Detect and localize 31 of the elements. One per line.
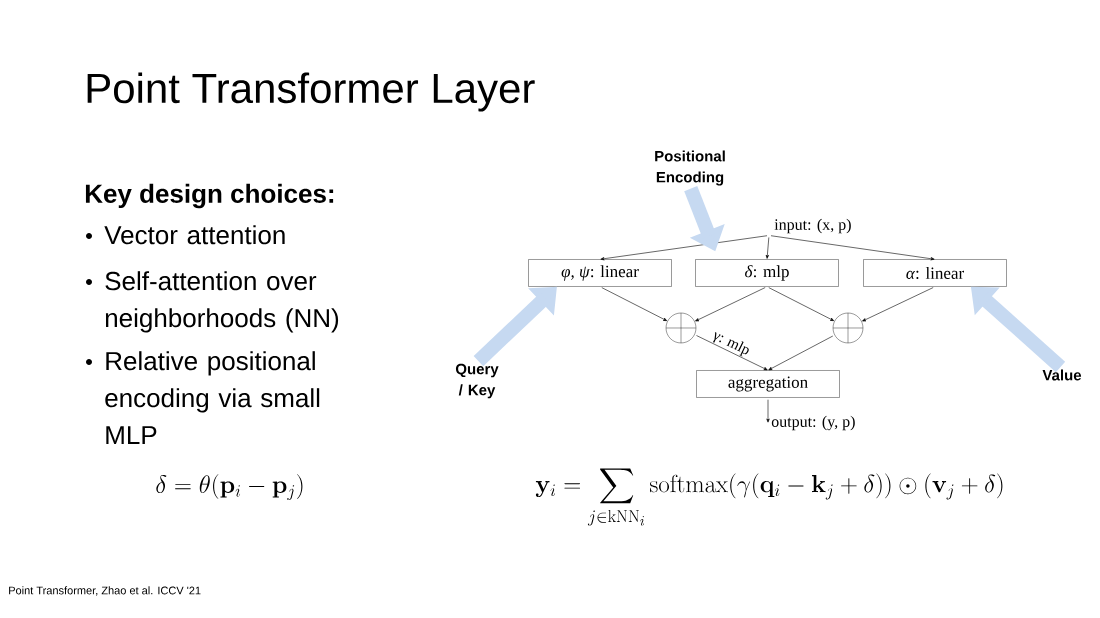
io-label: input: (x, p) xyxy=(774,218,851,234)
process-box: α: linear xyxy=(863,259,1007,287)
arrow xyxy=(770,235,935,261)
annotation-label: Value xyxy=(1042,369,1082,381)
arrow xyxy=(696,335,768,371)
bullet-item: Vector attention xyxy=(86,225,285,245)
arrow xyxy=(768,287,835,322)
arrow xyxy=(600,235,768,261)
process-box: aggregation xyxy=(696,370,840,398)
arrow xyxy=(695,287,766,322)
sum-circle xyxy=(665,312,697,344)
annotation-label: Query / Key xyxy=(455,363,499,399)
heading: Key design choices: xyxy=(85,183,334,209)
arrow xyxy=(862,287,934,322)
arrow xyxy=(768,335,834,371)
process-box: δ: mlp xyxy=(695,259,839,287)
sum-circle xyxy=(832,312,864,344)
arrow xyxy=(766,399,770,423)
annotation-label: Positional Encoding xyxy=(655,150,725,186)
block-arrow xyxy=(473,286,557,367)
edge-label: γ: mlp xyxy=(713,332,749,357)
bullet-item: Relative positional encoding via small MLP xyxy=(86,351,320,445)
citation: Point Transformer, Zhao et al. ICCV '21 xyxy=(9,586,201,596)
io-label: output: (y, p) xyxy=(771,415,855,431)
arrow xyxy=(601,287,668,322)
formula: $\delta = \theta(\mathbf{p}_i - \mathbf{p}_j)$ xyxy=(156,474,303,500)
process-box: φ, ψ: linear xyxy=(528,259,672,287)
arrow xyxy=(765,237,770,259)
title: Point Transformer Layer xyxy=(87,72,535,112)
formula: $\mathbf{y}_i = \sum_{j \in \mathrm{kNN}_i} \mathrm{softmax}(\gamma(\mathbf{q}_i - \mathbf{k}_j + \delta)) \odot (\mathbf{v}_j + \delta)$ xyxy=(535,468,1003,526)
bullet-item: Self-attention over neighborhoods (NN) xyxy=(86,271,339,333)
